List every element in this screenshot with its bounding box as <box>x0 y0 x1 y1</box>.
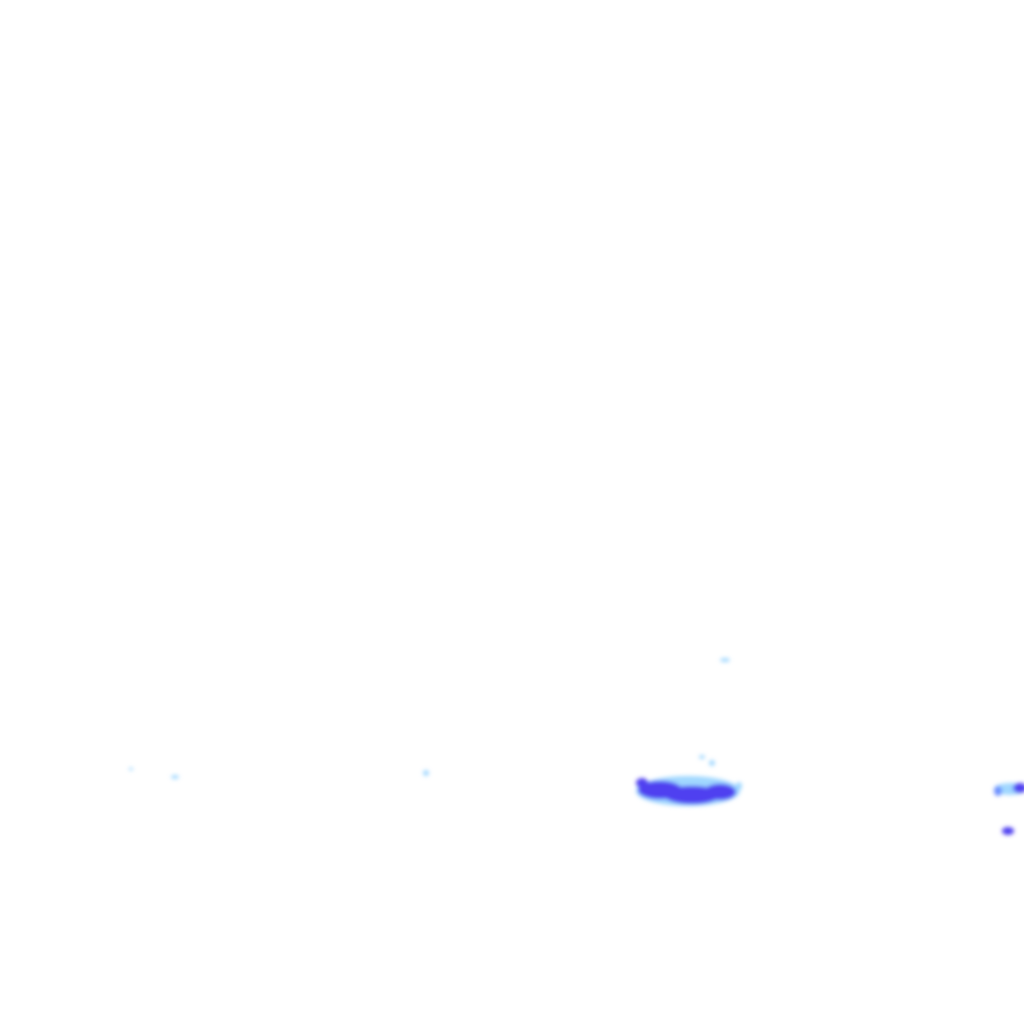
precipitation-cell-east <box>994 783 1024 835</box>
precipitation-speck <box>129 658 742 790</box>
precipitation-cell-main <box>636 776 740 806</box>
